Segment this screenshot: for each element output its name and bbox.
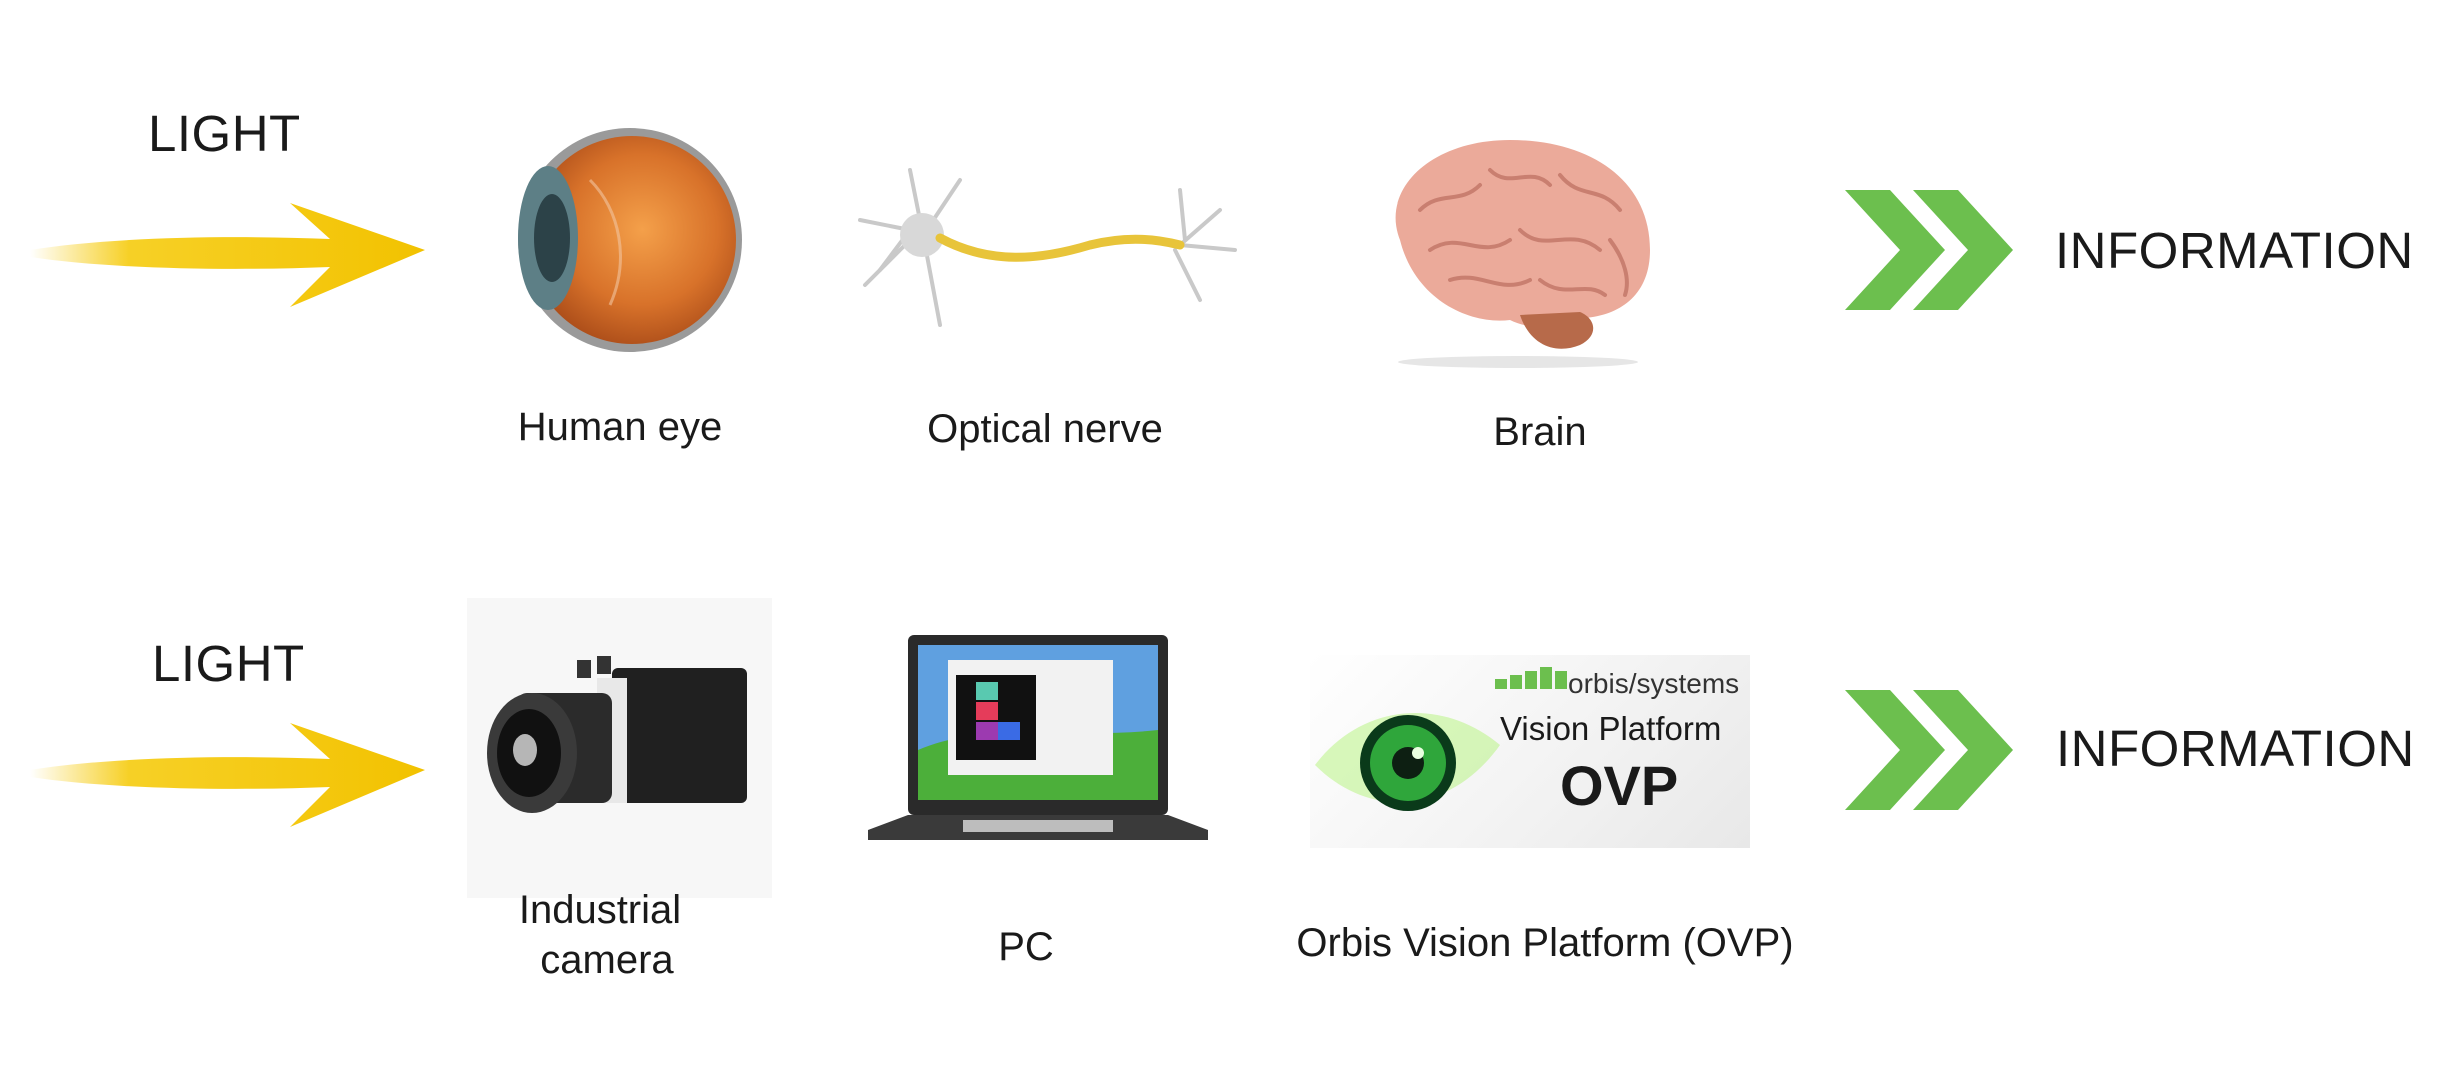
light-label-bottom: LIGHT	[152, 635, 305, 692]
ovp-brand-name: orbis/systems	[1568, 668, 1740, 699]
camera-caption-line1: Industrial	[518, 888, 682, 932]
eye-icon	[500, 120, 742, 360]
ovp-brand-bars-icon	[1495, 667, 1567, 689]
light-arrow-icon	[30, 195, 430, 315]
light-arrow-icon	[30, 715, 430, 835]
chevron-icon	[1845, 690, 2015, 810]
ovp-logo: orbis/systems Vision Platform OVP	[1310, 655, 1750, 848]
nerve-caption: Optical nerve	[927, 407, 1163, 451]
eye-caption: Human eye	[517, 405, 723, 449]
brain-caption: Brain	[1493, 410, 1587, 454]
ovp-caption: Orbis Vision Platform (OVP)	[1296, 921, 1794, 965]
brain-icon	[1370, 130, 1670, 370]
camera-caption-line2: camera	[540, 938, 674, 982]
light-label-top: LIGHT	[148, 105, 301, 162]
laptop-icon	[868, 630, 1208, 870]
chevron-icon	[1845, 190, 2015, 310]
ovp-line2: OVP	[1560, 754, 1679, 817]
neuron-icon	[840, 150, 1240, 340]
pc-caption: PC	[998, 925, 1054, 969]
information-label-top: INFORMATION	[2055, 222, 2414, 279]
camera-icon	[467, 598, 772, 898]
ovp-line1: Vision Platform	[1500, 710, 1722, 747]
information-label-bottom: INFORMATION	[2056, 720, 2415, 777]
